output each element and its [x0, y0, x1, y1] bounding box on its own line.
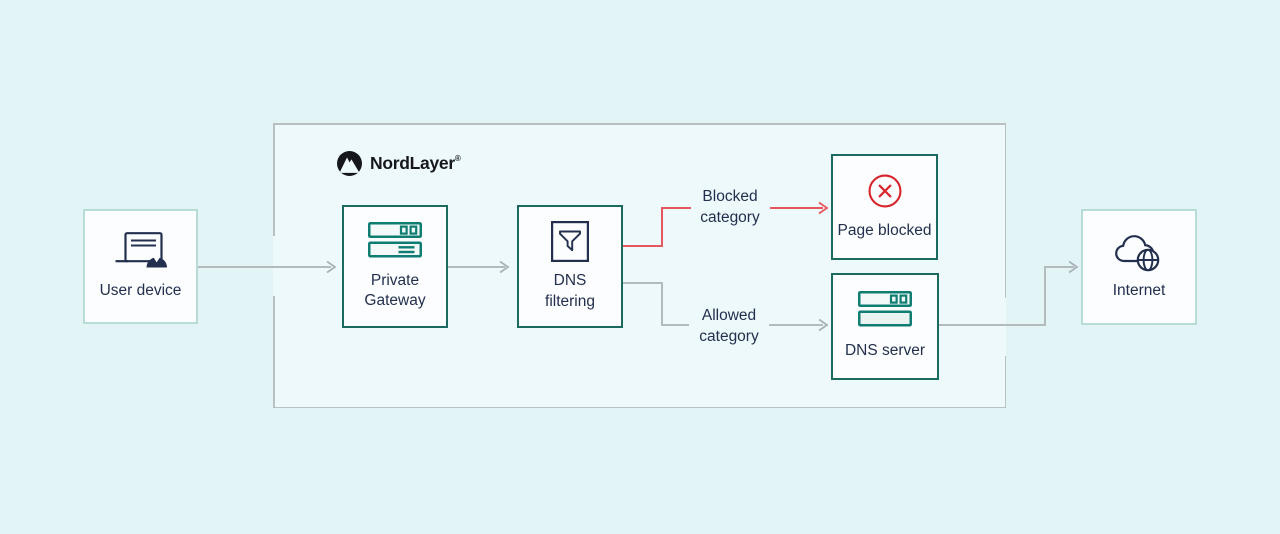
frame-border-bottom [273, 406, 1006, 408]
brand-logo: NordLayer® [337, 151, 461, 176]
arrowhead-icon [325, 260, 337, 273]
brand-trademark: ® [454, 154, 461, 163]
connector-dns-server-out [939, 324, 1045, 326]
node-internet: Internet [1081, 209, 1197, 325]
blocked-category-label: Blocked category [700, 188, 760, 226]
node-user-device: User device [83, 209, 198, 324]
connector-allowed-arrow [769, 324, 823, 326]
arrowhead-icon [1068, 260, 1079, 273]
node-label: DNS filtering [545, 272, 595, 310]
connector-blocked-arrow [770, 206, 823, 209]
device-icon [115, 231, 167, 268]
server-icon [368, 221, 422, 259]
node-label: Internet [1112, 281, 1166, 299]
connector-user-device-to-gateway [198, 265, 331, 268]
node-label: DNS server [844, 342, 926, 360]
node-private-gateway: Private Gateway [342, 205, 448, 328]
arrowhead-icon [818, 201, 829, 214]
frame-border-left-lower [273, 296, 275, 408]
node-dns-filtering: DNS filtering [517, 205, 623, 328]
arrowhead-icon [818, 318, 829, 332]
connector-dns-server-elbow [1043, 265, 1074, 268]
brand-name: NordLayer® [370, 153, 461, 173]
frame-border-top [273, 123, 1006, 125]
connector-allowed-elbow [660, 324, 689, 326]
node-page-blocked: Page blocked [831, 154, 938, 260]
frame-border-right-lower [1004, 356, 1006, 408]
server-icon [858, 291, 912, 328]
node-label: Private Gateway [364, 271, 426, 310]
connector-allowed-stub [623, 281, 662, 284]
arrowhead-icon [499, 260, 510, 273]
node-dns-server: DNS server [831, 273, 939, 380]
nord-mountain-logo-icon [337, 151, 362, 176]
allowed-category-label: Allowed category [699, 307, 759, 345]
node-label: Page blocked [837, 221, 932, 239]
frame-border-left-upper [273, 123, 275, 236]
node-label: User device [99, 281, 182, 299]
circle-x-icon [867, 173, 903, 209]
connector-blocked-stub [623, 244, 662, 247]
filter-icon [551, 221, 589, 262]
connector-blocked-vertical [660, 206, 663, 247]
frame-border-right-upper [1004, 123, 1006, 298]
connector-allowed-vertical [660, 281, 663, 326]
connector-blocked-elbow [660, 206, 691, 209]
connector-gateway-to-dns [448, 265, 505, 268]
cloud-globe-icon [1114, 233, 1164, 273]
connector-dns-server-vertical [1043, 265, 1046, 326]
